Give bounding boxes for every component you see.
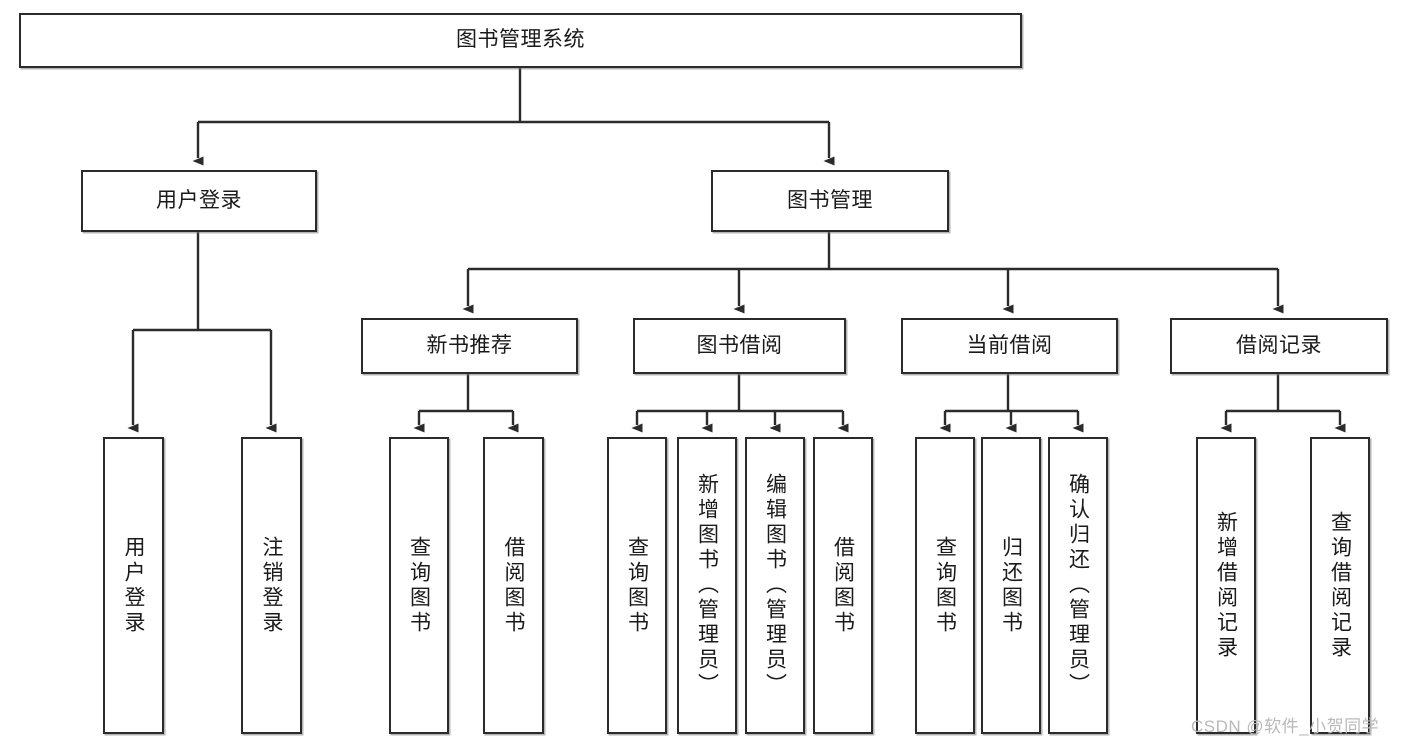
leaf-borrow-book[interactable]: 借阅图书 — [813, 437, 873, 734]
node-borrow-record-label: 借阅记录 — [1236, 333, 1322, 357]
leaf-user-login[interactable]: 用户登录 — [103, 437, 164, 734]
node-current-borrow-label: 当前借阅 — [966, 333, 1053, 357]
leaf-confirm-return-admin[interactable]: 确认归还（管理员） — [1048, 437, 1108, 734]
node-root-label: 图书管理系统 — [456, 28, 585, 52]
leaf-logout[interactable]: 注销登录 — [241, 437, 302, 734]
node-borrow-record[interactable]: 借阅记录 — [1170, 318, 1388, 374]
leaf-add-borrow-record-label: 新增借阅记录 — [1214, 510, 1238, 661]
leaf-search-borrow-record-label: 查询借阅记录 — [1328, 510, 1352, 661]
node-book-management-label: 图书管理 — [787, 188, 873, 212]
node-new-book-recommend-label: 新书推荐 — [426, 333, 513, 357]
leaf-search-book-current-label: 查询图书 — [933, 535, 957, 636]
node-new-book-recommend[interactable]: 新书推荐 — [361, 318, 578, 374]
node-user-login-label: 用户登录 — [156, 188, 242, 212]
leaf-add-borrow-record[interactable]: 新增借阅记录 — [1196, 437, 1256, 734]
leaf-add-book-admin-label: 新增图书（管理员） — [695, 473, 719, 698]
leaf-confirm-return-admin-label: 确认归还（管理员） — [1066, 473, 1090, 698]
leaf-logout-label: 注销登录 — [260, 535, 283, 636]
node-current-borrow[interactable]: 当前借阅 — [901, 318, 1118, 374]
leaf-edit-book-admin[interactable]: 编辑图书（管理员） — [745, 437, 805, 734]
leaf-add-book-admin[interactable]: 新增图书（管理员） — [677, 437, 737, 734]
leaf-return-book-label: 归还图书 — [999, 535, 1023, 636]
leaf-search-book-newbook[interactable]: 查询图书 — [389, 437, 449, 734]
node-book-management[interactable]: 图书管理 — [711, 170, 949, 232]
node-user-login[interactable]: 用户登录 — [81, 170, 317, 232]
leaf-return-book[interactable]: 归还图书 — [981, 437, 1041, 734]
leaf-borrow-book-newbook[interactable]: 借阅图书 — [483, 437, 544, 734]
node-book-borrow[interactable]: 图书借阅 — [633, 318, 846, 374]
node-root[interactable]: 图书管理系统 — [19, 13, 1022, 68]
leaf-edit-book-admin-label: 编辑图书（管理员） — [763, 473, 787, 698]
leaf-search-book-newbook-label: 查询图书 — [407, 535, 431, 636]
leaf-search-book-borrow[interactable]: 查询图书 — [607, 437, 667, 734]
leaf-search-book-borrow-label: 查询图书 — [625, 535, 649, 636]
leaf-search-borrow-record[interactable]: 查询借阅记录 — [1310, 437, 1370, 734]
leaf-borrow-book-newbook-label: 借阅图书 — [502, 535, 525, 636]
leaf-borrow-book-label: 借阅图书 — [831, 535, 855, 636]
node-book-borrow-label: 图书借阅 — [696, 333, 783, 357]
leaf-user-login-label: 用户登录 — [122, 535, 145, 636]
leaf-search-book-current[interactable]: 查询图书 — [915, 437, 975, 734]
